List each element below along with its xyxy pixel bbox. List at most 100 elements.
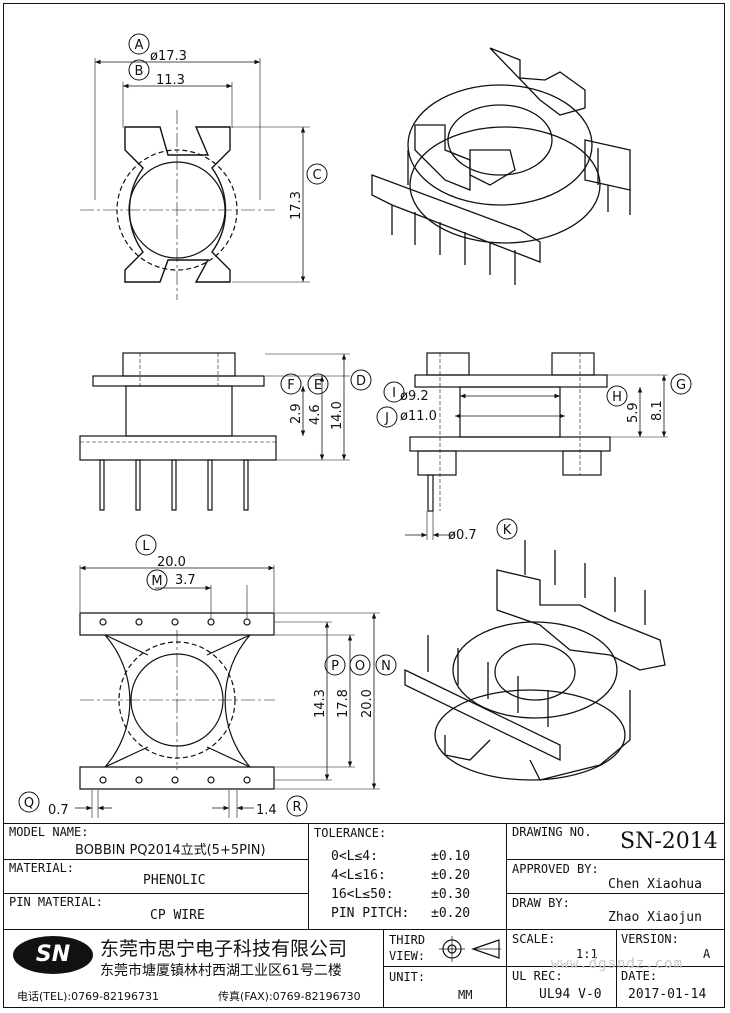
svg-text:P: P (331, 659, 339, 674)
dim-width-1-4: 1.4 (256, 803, 277, 818)
approved-by-label: APPROVED BY: (512, 862, 599, 876)
pin-material-value: CP WIRE (150, 908, 205, 923)
dim-width-11-3: 11.3 (156, 73, 185, 88)
svg-text:I: I (392, 386, 396, 401)
scale-label: SCALE: (512, 932, 556, 946)
draw-by-label: DRAW BY: (512, 896, 570, 910)
bottom-pin-holes (99, 618, 251, 784)
callout-B: B (128, 59, 150, 81)
model-name-value: BOBBIN PQ2014立式(5+5PIN) (75, 843, 266, 858)
svg-text:G: G (676, 378, 686, 393)
dim-pin-diameter-0-7: ø0.7 (448, 528, 477, 543)
dim-height-14-0: 14.0 (330, 401, 345, 430)
date-label: DATE: (621, 969, 658, 983)
svg-text:M: M (151, 574, 162, 589)
dim-diameter-11-0: ø11.0 (400, 409, 437, 424)
svg-text:C: C (312, 168, 321, 183)
dim-diameter-17-3: ø17.3 (150, 49, 187, 64)
dim-height-8-1: 8.1 (650, 400, 665, 421)
drawing-no-label: DRAWING NO. (512, 825, 592, 839)
dim-height-4-6: 4.6 (308, 404, 323, 425)
approved-by-value: Chen Xiaohua (608, 877, 702, 892)
svg-text:E: E (314, 378, 322, 393)
tolerance-range-3: 16<L≤50: (331, 887, 394, 902)
dim-width-20-0: 20.0 (157, 555, 186, 570)
company-logo: SN (13, 936, 93, 974)
callout-O: O (349, 654, 371, 676)
company-address: 东莞市塘厦镇林村西湖工业区61号二楼 (100, 963, 342, 979)
iso-pins-bottom (427, 540, 646, 727)
tolerance-value-2: ±0.20 (431, 868, 471, 883)
company-fax: 传真(FAX):0769-82196730 (218, 990, 361, 1003)
front-view (79, 352, 350, 511)
svg-text:B: B (135, 64, 144, 79)
isometric-view-top (371, 47, 631, 285)
callout-E: E (307, 373, 329, 395)
dim-height-17-3: 17.3 (289, 191, 304, 220)
svg-text:H: H (612, 390, 622, 405)
callout-Q: Q (18, 791, 40, 813)
dim-height-20-0: 20.0 (360, 689, 375, 718)
tolerance-value-1: ±0.10 (431, 849, 471, 864)
svg-text:R: R (292, 800, 301, 815)
version-label: VERSION: (621, 932, 679, 946)
callout-R: R (286, 795, 308, 817)
dim-height-5-9: 5.9 (626, 402, 641, 423)
callout-N: N (375, 654, 397, 676)
svg-text:F: F (287, 378, 294, 393)
callout-F: F (280, 373, 302, 395)
side-view (405, 352, 668, 540)
callout-J: J (376, 406, 398, 428)
tolerance-range-1: 0<L≤4: (331, 849, 378, 864)
scale-value: 1:1 (576, 947, 598, 961)
callout-I: I (383, 381, 405, 403)
isometric-view-bottom (404, 540, 666, 781)
front-pins (99, 459, 249, 511)
draw-by-value: Zhao Xiaojun (608, 910, 702, 925)
material-value: PHENOLIC (143, 873, 206, 888)
company-name: 东莞市思宁电子科技有限公司 (100, 938, 348, 960)
svg-text:D: D (356, 374, 366, 389)
title-block: MODEL NAME: BOBBIN PQ2014立式(5+5PIN) MATE… (3, 823, 725, 1008)
dim-width-0-7: 0.7 (48, 803, 69, 818)
dim-height-14-3: 14.3 (313, 689, 328, 718)
third-angle-projection-icon (439, 936, 501, 962)
callout-P: P (324, 654, 346, 676)
callout-A: A (128, 33, 150, 55)
unit-label: UNIT: (389, 970, 426, 984)
tolerance-range-2: 4<L≤16: (331, 868, 386, 883)
dim-height-17-8: 17.8 (336, 689, 351, 718)
callout-D: D (350, 369, 372, 391)
callout-M: M (146, 569, 168, 591)
drawing-no-value: SN-2014 (620, 829, 718, 854)
top-view (80, 58, 310, 300)
callout-K: K (496, 518, 518, 540)
unit-value: MM (458, 988, 473, 1002)
dim-pitch-3-7: 3.7 (175, 573, 196, 588)
pin-material-label: PIN MATERIAL: (9, 895, 103, 909)
svg-text:N: N (381, 659, 391, 674)
ul-rec-label: UL REC: (512, 969, 563, 983)
iso-pins-top (391, 185, 631, 285)
svg-text:K: K (503, 523, 512, 538)
version-value: A (703, 947, 711, 961)
tolerance-label: TOLERANCE: (314, 826, 387, 840)
svg-text:J: J (384, 411, 389, 426)
tolerance-range-pin-pitch: PIN PITCH: (331, 906, 410, 921)
tolerance-value-pin-pitch: ±0.20 (431, 906, 471, 921)
model-name-label: MODEL NAME: (9, 825, 89, 839)
svg-text:Q: Q (24, 796, 34, 811)
date-value: 2017-01-14 (628, 987, 707, 1002)
dim-diameter-9-2: ø9.2 (400, 389, 429, 404)
material-label: MATERIAL: (9, 861, 75, 875)
callout-C: C (306, 163, 328, 185)
dim-height-2-9: 2.9 (289, 403, 304, 424)
callout-H: H (606, 385, 628, 407)
tolerance-value-3: ±0.30 (431, 887, 471, 902)
bottom-view (75, 565, 380, 818)
company-tel: 电话(TEL):0769-82196731 (17, 990, 160, 1003)
svg-text:A: A (135, 38, 144, 53)
ul-rec-value: UL94 V-0 (539, 987, 602, 1002)
svg-text:O: O (355, 659, 365, 674)
